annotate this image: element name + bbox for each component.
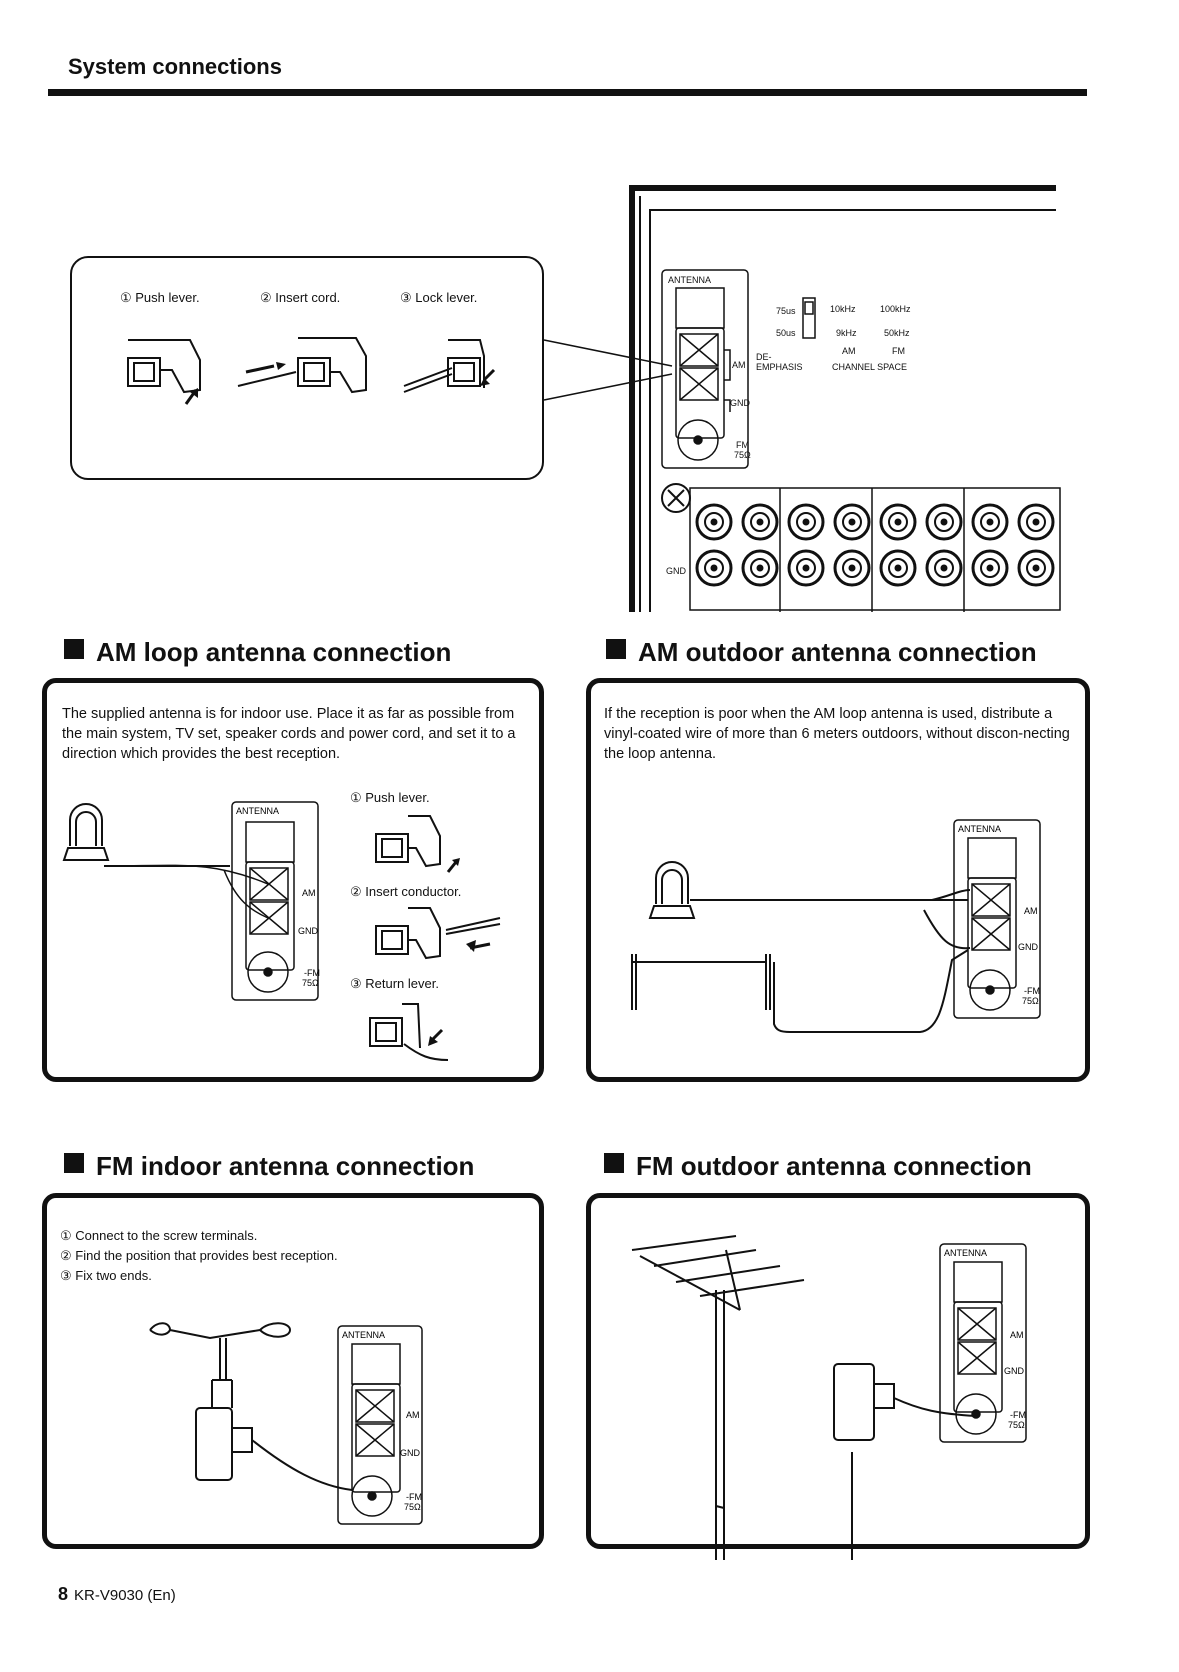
page-number: 8 xyxy=(58,1584,69,1604)
fm-indoor-title: FM indoor antenna connection xyxy=(64,1151,474,1182)
header-rule xyxy=(48,89,1087,96)
top-am-label: AM xyxy=(732,360,746,370)
khz10-label: 10kHz xyxy=(830,304,856,314)
deemph-75-label: 75us xyxy=(776,306,796,316)
am-loop-step-3: ③ Return lever. xyxy=(350,976,439,991)
svg-text:-FM: -FM xyxy=(304,968,320,978)
svg-text:AM: AM xyxy=(1010,1330,1024,1340)
page-title: System connections xyxy=(68,54,282,79)
fm-outdoor-title-text: FM outdoor antenna connection xyxy=(636,1151,1032,1181)
am-loop-panel xyxy=(42,678,544,1082)
am-outdoor-text: If the reception is poor when the AM loo… xyxy=(604,706,1070,762)
svg-text:GND: GND xyxy=(1004,1366,1025,1376)
am-outdoor-title: AM outdoor antenna connection xyxy=(606,637,1037,668)
svg-text:75Ω: 75Ω xyxy=(302,978,319,988)
svg-text:-FM: -FM xyxy=(406,1492,422,1502)
model-number: KR-V9030 (En) xyxy=(74,1587,176,1604)
channel-space-label: CHANNEL SPACE xyxy=(832,362,908,372)
khz9-label: 9kHz xyxy=(836,328,857,338)
section-bullet-icon xyxy=(604,1153,624,1173)
fm-indoor-panel xyxy=(42,1193,544,1549)
lever-steps-panel xyxy=(70,256,544,480)
top-fm-label: FM xyxy=(736,440,749,450)
svg-text:-FM: -FM xyxy=(1024,986,1040,996)
am-loop-title-text: AM loop antenna connection xyxy=(96,637,452,667)
antenna-illustrations: ANTENNA AM GND -FM 75Ω ANTENNA AM GND xyxy=(62,801,1041,1560)
deemph-50-label: 50us xyxy=(776,328,796,338)
svg-text:75Ω: 75Ω xyxy=(1022,996,1039,1006)
khz50-label: 50kHz xyxy=(884,328,910,338)
section-bullet-icon xyxy=(64,1153,84,1173)
svg-text:75Ω: 75Ω xyxy=(1008,1420,1025,1430)
svg-text:AM: AM xyxy=(302,888,316,898)
svg-text:GND: GND xyxy=(298,926,319,936)
fm-indoor-step-1: ① Connect to the screw terminals. xyxy=(60,1228,258,1243)
section-bullet-icon xyxy=(606,639,626,659)
top-gnd-label: GND xyxy=(730,398,750,408)
fm-indoor-title-text: FM indoor antenna connection xyxy=(96,1151,475,1181)
fm-outdoor-title: FM outdoor antenna connection xyxy=(604,1151,1032,1182)
svg-text:GND: GND xyxy=(1018,942,1039,952)
lever-steps-illustration xyxy=(127,185,1061,612)
step-insert-cord: ② Insert cord. xyxy=(260,290,341,305)
svg-text:-FM: -FM xyxy=(1010,1410,1026,1420)
speaker-gnd-label: GND xyxy=(666,566,686,576)
am-outdoor-title-text: AM outdoor antenna connection xyxy=(638,637,1037,667)
svg-text:AM: AM xyxy=(1024,906,1038,916)
cs-am-label: AM xyxy=(842,346,856,356)
svg-text:AM: AM xyxy=(406,1410,420,1420)
am-loop-step-1: ① Push lever. xyxy=(350,790,430,805)
svg-text:75Ω: 75Ω xyxy=(404,1502,421,1512)
khz100-label: 100kHz xyxy=(880,304,911,314)
svg-text:ANTENNA: ANTENNA xyxy=(944,1248,987,1258)
section-bullet-icon xyxy=(64,639,84,659)
svg-text:ANTENNA: ANTENNA xyxy=(958,824,1001,834)
deemph-label-1: DE- xyxy=(756,352,772,362)
step-lock-lever: ③ Lock lever. xyxy=(400,290,478,305)
deemph-label-2: EMPHASIS xyxy=(756,362,803,372)
fm-indoor-step-3: ③ Fix two ends. xyxy=(60,1268,152,1283)
step-push-lever: ① Push lever. xyxy=(120,290,200,305)
fm-indoor-step-2: ② Find the position that provides best r… xyxy=(60,1248,338,1263)
page-footer: 8 KR-V9030 (En) xyxy=(58,1584,176,1605)
am-outdoor-panel xyxy=(586,678,1090,1082)
am-loop-title: AM loop antenna connection xyxy=(64,637,451,668)
fm-outdoor-panel xyxy=(586,1193,1090,1549)
svg-text:ANTENNA: ANTENNA xyxy=(236,806,279,816)
am-loop-step-2: ② Insert conductor. xyxy=(350,884,462,899)
svg-text:GND: GND xyxy=(400,1448,421,1458)
top-antenna-label: ANTENNA xyxy=(668,275,712,285)
am-loop-text: The supplied antenna is for indoor use. … xyxy=(62,706,516,762)
top-ohm-label: 75Ω xyxy=(734,450,751,460)
svg-text:ANTENNA: ANTENNA xyxy=(342,1330,385,1340)
cs-fm-label: FM xyxy=(892,346,905,356)
